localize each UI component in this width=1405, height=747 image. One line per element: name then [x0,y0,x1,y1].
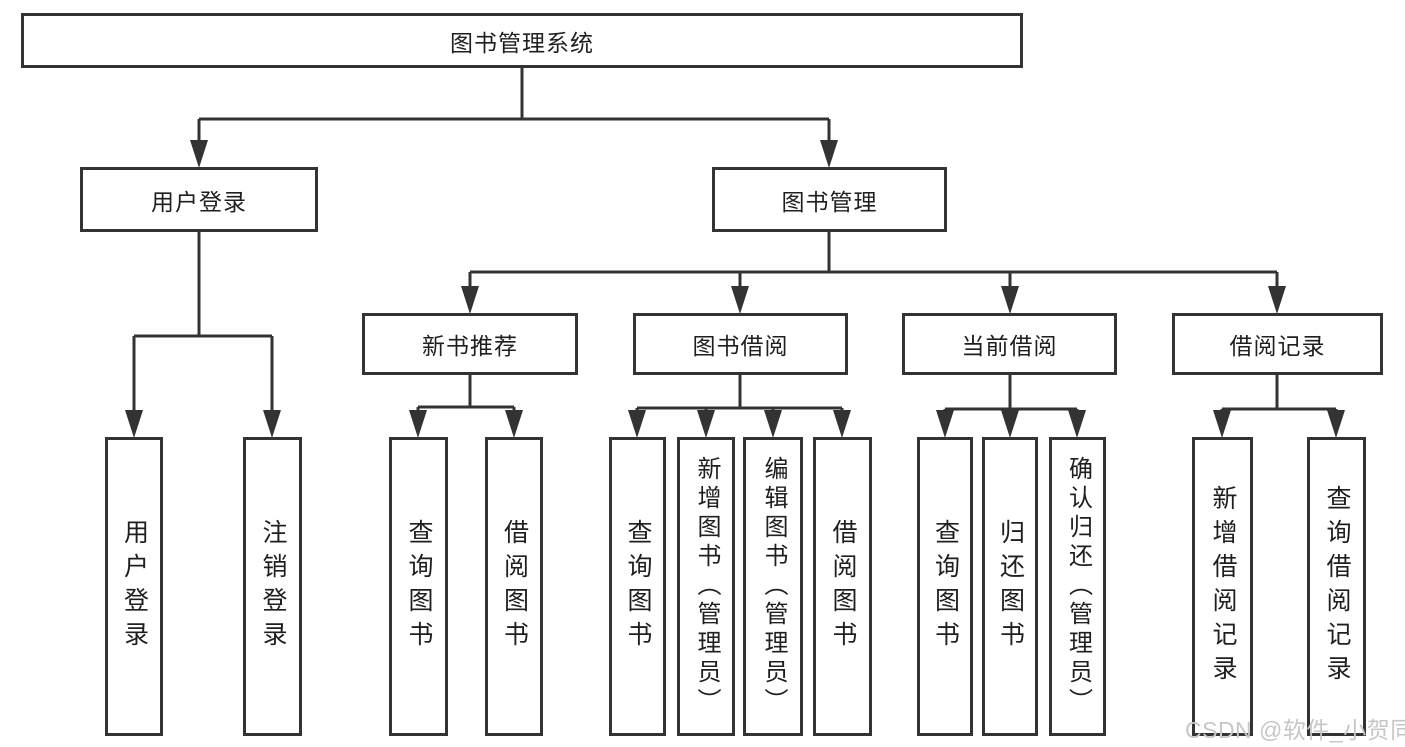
leaf-query-borrow-record: 查询借阅记录 [1307,437,1366,736]
node-user-login: 用户登录 [80,167,318,232]
node-label: 图书管理 [781,188,878,215]
leaf-label: 用户登录 [120,518,149,655]
leaf-label: 查询图书 [624,518,652,655]
leaf-label: 编辑图书（管理员） [760,456,787,717]
node-label: 借阅记录 [1229,333,1326,359]
leaf-label: 查询图书 [405,518,433,655]
leaf-borrow-books-borrowing: 借阅图书 [813,437,872,736]
leaf-query-books-newbook: 查询图书 [389,437,448,736]
leaf-user-login: 用户登录 [105,437,163,736]
leaf-label: 注销登录 [259,518,287,655]
node-current-borrowing: 当前借阅 [902,313,1117,375]
leaf-query-books-current: 查询图书 [917,437,973,736]
leaf-query-books-borrowing: 查询图书 [609,437,666,736]
leaf-logout-login: 注销登录 [243,437,302,736]
node-label: 图书管理系统 [450,29,594,56]
node-label: 当前借阅 [961,333,1058,359]
leaf-label: 归还图书 [996,518,1025,655]
node-new-book-recommendation: 新书推荐 [362,313,578,375]
node-library-management-system: 图书管理系统 [21,13,1023,68]
leaf-edit-books-admin: 编辑图书（管理员） [743,437,803,736]
node-label: 用户登录 [151,188,247,215]
csdn-watermark: CSDN @软件_小贺同学 [1185,717,1405,743]
node-book-borrowing: 图书借阅 [633,313,848,375]
arrowhead-icons [125,140,1345,438]
leaf-label: 查询图书 [931,518,960,655]
node-label: 新书推荐 [422,333,518,359]
leaf-return-books: 归还图书 [982,437,1038,736]
leaf-confirm-return-admin: 确认归还（管理员） [1049,437,1106,736]
leaf-label: 新增图书（管理员） [693,456,720,717]
leaf-label: 借阅图书 [500,518,529,655]
leaf-add-books-admin: 新增图书（管理员） [677,437,735,736]
leaf-add-borrow-record: 新增借阅记录 [1192,437,1253,736]
node-label: 图书借阅 [692,333,789,359]
node-borrowing-records: 借阅记录 [1172,313,1383,375]
leaf-label: 确认归还（管理员） [1064,456,1092,717]
node-book-management: 图书管理 [712,167,947,232]
leaf-borrow-books-newbook: 借阅图书 [485,437,543,736]
leaf-label: 借阅图书 [829,518,857,655]
leaf-label: 新增借阅记录 [1209,484,1237,689]
leaf-label: 查询借阅记录 [1323,484,1351,689]
